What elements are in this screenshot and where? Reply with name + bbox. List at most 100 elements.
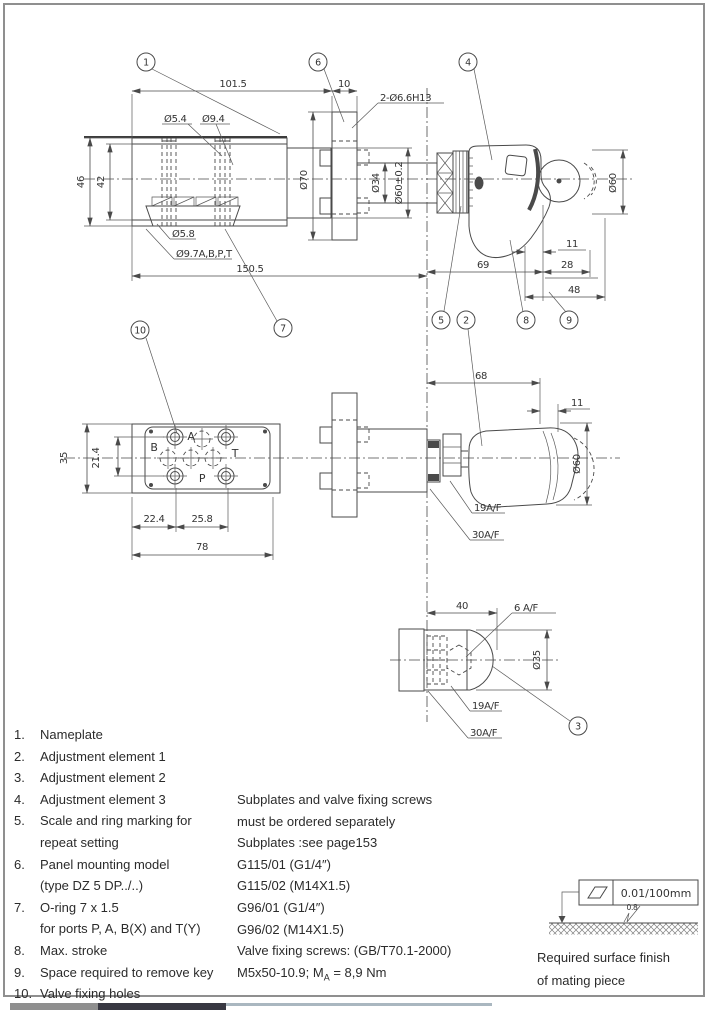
dia-70: Ø70 — [298, 170, 310, 190]
legend-row: 7. O-ring 7 x 1.5 — [14, 897, 213, 919]
caption-line-2: of mating piece — [537, 973, 626, 988]
af-19-bottom: 19A/F — [472, 701, 500, 712]
legend-num: 4. — [14, 791, 25, 807]
dim-68: 68 — [475, 371, 487, 382]
note-line: Valve fixing screws: (GB/T70.1-2000) — [237, 943, 452, 959]
dia-9-4: Ø9.4 — [202, 113, 225, 125]
legend-text: Space required to remove key — [40, 964, 214, 980]
legend-num: 8. — [14, 942, 25, 958]
legend-row: 5. Scale and ring marking for — [14, 810, 213, 832]
note-line: G115/02 (M14X1.5) — [237, 878, 351, 894]
dim-42: 42 — [96, 176, 107, 188]
dia-5-4: Ø5.4 — [164, 113, 187, 125]
dim-22-4: 22.4 — [143, 514, 164, 525]
roughness-icon — [623, 905, 641, 923]
legend-num: 10. — [14, 986, 33, 1002]
af-19-mid: 19A/F — [474, 503, 502, 514]
legend-text: Adjustment element 2 — [40, 770, 166, 786]
note-line: G115/01 (G1/4″) — [237, 856, 331, 872]
balloon-9: 9 — [566, 316, 572, 327]
balloon-6: 6 — [315, 58, 321, 69]
port-label-p: P — [199, 472, 206, 485]
legend-text: Panel mounting model — [40, 856, 170, 872]
ground-hatch — [549, 923, 698, 935]
cropped-next-section-gray — [10, 1003, 98, 1010]
balloon-3: 3 — [575, 722, 581, 733]
balloon-4: 4 — [465, 58, 471, 69]
dim-11: 11 — [566, 239, 578, 250]
ordering-notes: Subplates and valve fixing screws must b… — [237, 789, 451, 983]
legend-num: 9. — [14, 964, 25, 980]
surface-finish-caption: Required surface finish of mating piece — [537, 946, 670, 992]
legend-row: for ports P, A, B(X) and T(Y) — [14, 918, 213, 940]
dim-150-5: 150.5 — [236, 264, 263, 275]
legend-row: 6. Panel mounting model — [14, 854, 213, 876]
legend-num: 5. — [14, 813, 25, 829]
legend-num: 1. — [14, 727, 25, 742]
balloon-5: 5 — [438, 316, 444, 327]
legend-num: 6. — [14, 856, 25, 872]
dia-9-7: Ø9.7A,B,P,T — [176, 248, 233, 260]
legend-text: Max. stroke — [40, 942, 108, 958]
dim-35: 35 — [59, 452, 70, 464]
legend-num — [14, 832, 40, 854]
legend-num: 2. — [14, 748, 25, 764]
legend-text: repeat setting — [40, 834, 119, 850]
flatness-tolerance: 0.01/100mm — [621, 887, 692, 900]
port-label-b: B — [150, 441, 157, 454]
legend-text: (type DZ 5 DP../..) — [40, 878, 144, 894]
port-label-a: A — [187, 430, 195, 443]
torque-prefix: M5x50-10.9; M — [237, 964, 324, 980]
top-view-side-elevation: 101.5 10 2-Ø6.6H13 Ø5.4 Ø9.4 46 42 Ø70 Ø… — [76, 52, 634, 722]
legend-text: Adjustment element 1 — [40, 748, 166, 764]
dim-21-4: 21.4 — [91, 447, 102, 468]
holes-note: 2-Ø6.6H13 — [380, 92, 431, 104]
bottom-view-adjustment-element: 40 6 A/F Ø35 19A/F 30A/F 3 — [390, 601, 588, 739]
legend-row: 2. Adjustment element 1 — [14, 746, 213, 768]
note-line: Subplates :see page153 — [237, 835, 378, 851]
af-6: 6 A/F — [514, 603, 539, 614]
legend-num: 7. — [14, 899, 25, 915]
dim-69: 69 — [477, 260, 489, 271]
dim-78: 78 — [196, 542, 208, 553]
legend-row: (type DZ 5 DP../..) — [14, 875, 213, 897]
note-line: G96/02 (M14X1.5) — [237, 921, 344, 937]
legend-text: Adjustment element 3 — [40, 791, 166, 807]
legend-text: for ports P, A, B(X) and T(Y) — [40, 921, 201, 937]
legend-num — [14, 875, 40, 897]
legend-row: repeat setting — [14, 832, 213, 854]
surface-finish-symbol: 0.01/100mm 0.8 — [549, 879, 699, 935]
dim-46: 46 — [76, 176, 87, 188]
legend-num: 3. — [14, 770, 25, 786]
dia-35: Ø35 — [531, 650, 543, 670]
torque-suffix: = 8,9 Nm — [329, 964, 387, 980]
port-label-t: T — [231, 447, 239, 460]
torque-note: M5x50-10.9; MA = 8,9 Nm — [237, 962, 451, 984]
torque-subscript: A — [323, 972, 330, 983]
legend-row: 4. Adjustment element 3 — [14, 789, 213, 811]
cropped-next-section-light — [226, 1003, 492, 1006]
dia-60: Ø60 — [607, 173, 619, 193]
dim-101-5: 101.5 — [219, 79, 246, 90]
cropped-next-section-dark — [98, 1003, 226, 1010]
dia-34: Ø34 — [370, 173, 382, 193]
legend-text: O-ring 7 x 1.5 — [40, 899, 119, 915]
dim-28: 28 — [561, 260, 573, 271]
dim-10: 10 — [338, 79, 350, 90]
balloon-7: 7 — [280, 324, 286, 335]
legend-text: Nameplate — [40, 727, 103, 742]
balloon-1: 1 — [143, 58, 149, 69]
note-line: G96/01 (G1/4″) — [237, 899, 325, 915]
legend-text: Scale and ring marking for — [40, 813, 192, 829]
dia-60-mid: Ø60 — [571, 454, 583, 474]
dia-5-8: Ø5.8 — [172, 228, 195, 240]
legend-text: Valve fixing holes — [40, 986, 141, 1002]
dim-25-8: 25.8 — [191, 514, 212, 525]
dim-48: 48 — [568, 285, 580, 296]
legend-row: 1. Nameplate — [14, 724, 213, 746]
roughness-value: 0.8 — [626, 903, 638, 912]
dim-40: 40 — [456, 601, 468, 612]
af-30-bottom: 30A/F — [470, 728, 498, 739]
